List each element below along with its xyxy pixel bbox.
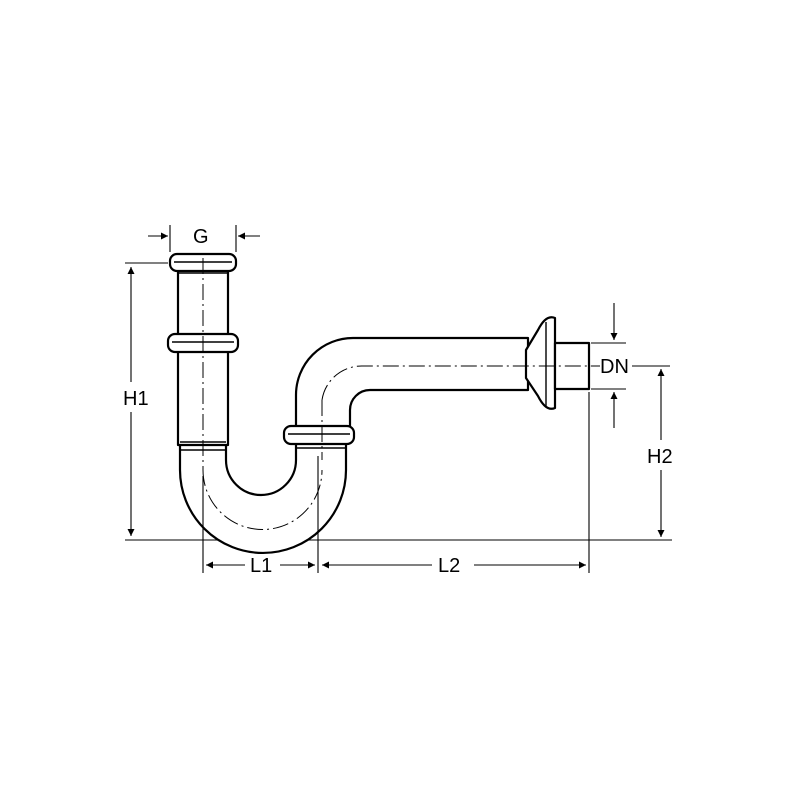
label-l2: L2 (438, 555, 460, 577)
wall-rosette (524, 316, 557, 410)
u-bend-pipe (178, 438, 348, 555)
label-h1: H1 (123, 388, 149, 410)
outlet-arm (294, 336, 530, 442)
label-g: G (193, 226, 209, 248)
dimension-dn: DN (591, 303, 629, 428)
dimension-h2: H2 (632, 365, 673, 537)
dimension-h1: H1 (123, 262, 168, 536)
siphon-body (166, 252, 591, 555)
label-h2: H2 (647, 446, 673, 468)
label-dn: DN (600, 356, 629, 378)
dimension-g: G (148, 225, 260, 252)
label-l1: L1 (250, 555, 272, 577)
lower-nut (282, 424, 356, 446)
center-lines (202, 258, 600, 530)
dimension-l1-l2: L1 L2 (202, 392, 590, 577)
